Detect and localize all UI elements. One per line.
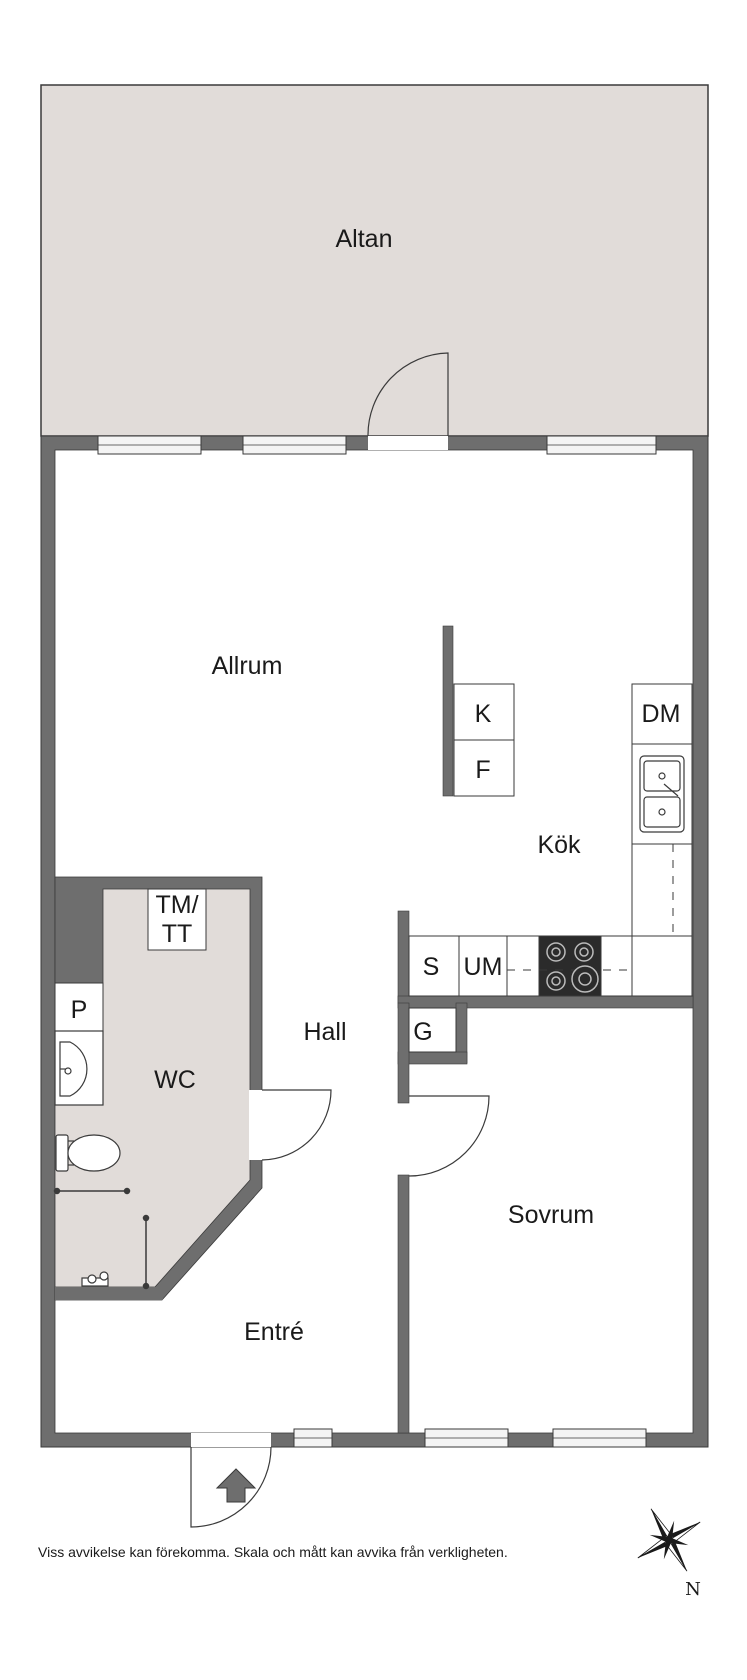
room-label-sovrum: Sovrum xyxy=(508,1201,594,1229)
stove-burners-icon xyxy=(546,942,599,993)
washbasin-icon xyxy=(54,1030,104,1106)
fixture-label-k: K xyxy=(475,700,492,728)
room-label-wc: WC xyxy=(154,1066,196,1094)
oven-box xyxy=(458,935,508,997)
counter-segment xyxy=(631,843,693,937)
fridge-box xyxy=(453,683,515,741)
entrance-door-opening xyxy=(191,1433,271,1447)
shower-mixer-icon xyxy=(81,1271,109,1287)
garderob-box xyxy=(408,1007,457,1053)
entrance-door xyxy=(190,1446,272,1528)
counter-corner xyxy=(631,935,693,997)
room-label-kok: Kök xyxy=(537,831,581,859)
kitchen-hall-wall xyxy=(397,910,410,1004)
freezer-box xyxy=(453,739,515,797)
altan-area xyxy=(40,84,709,437)
sink-icon xyxy=(639,755,685,833)
counter-segment xyxy=(506,935,540,997)
room-label-hall: Hall xyxy=(303,1018,346,1046)
kitchen-island xyxy=(453,683,515,797)
cabinet-s-box xyxy=(408,935,460,997)
entre-wc-wall xyxy=(55,1287,163,1300)
altan-door-opening xyxy=(368,436,448,450)
fixture-label-g: G xyxy=(413,1018,432,1046)
sovrum-door xyxy=(408,1095,490,1177)
wc-door-opening xyxy=(249,1090,263,1160)
room-label-entre: Entré xyxy=(244,1318,304,1346)
door-swings xyxy=(190,352,490,1528)
kitchen-sovrum-wall xyxy=(397,995,694,1009)
room-label-altan: Altan xyxy=(336,225,393,253)
fixture-label-um: UM xyxy=(464,953,503,981)
wc-door xyxy=(261,1089,332,1161)
toilet-icon xyxy=(55,1134,121,1172)
garderob-wall-left xyxy=(397,1002,410,1104)
counter-segment xyxy=(600,935,633,997)
compass-north-label: N xyxy=(685,1579,701,1600)
windows-bottom xyxy=(293,1428,647,1448)
fixture-label-dm: DM xyxy=(642,700,681,728)
disclaimer-text: Viss avvikelse kan förekomma. Skala och … xyxy=(38,1544,508,1560)
fixture-label-f: F xyxy=(475,756,490,784)
grab-rails xyxy=(53,1187,150,1290)
sovrum-hall-wall xyxy=(397,1174,410,1434)
fixture-label-tt: TT xyxy=(162,920,193,948)
room-label-allrum: Allrum xyxy=(212,652,283,680)
entrance-arrow-icon xyxy=(215,1468,257,1503)
fixture-label-tm: TM/ xyxy=(155,891,198,919)
tvattmaskin-box xyxy=(147,888,207,951)
fixture-label-s: S xyxy=(423,953,440,981)
compass-icon xyxy=(637,1508,701,1572)
altan-door xyxy=(367,352,449,437)
fixture-label-p: P xyxy=(71,996,88,1024)
island-wall xyxy=(442,625,454,797)
